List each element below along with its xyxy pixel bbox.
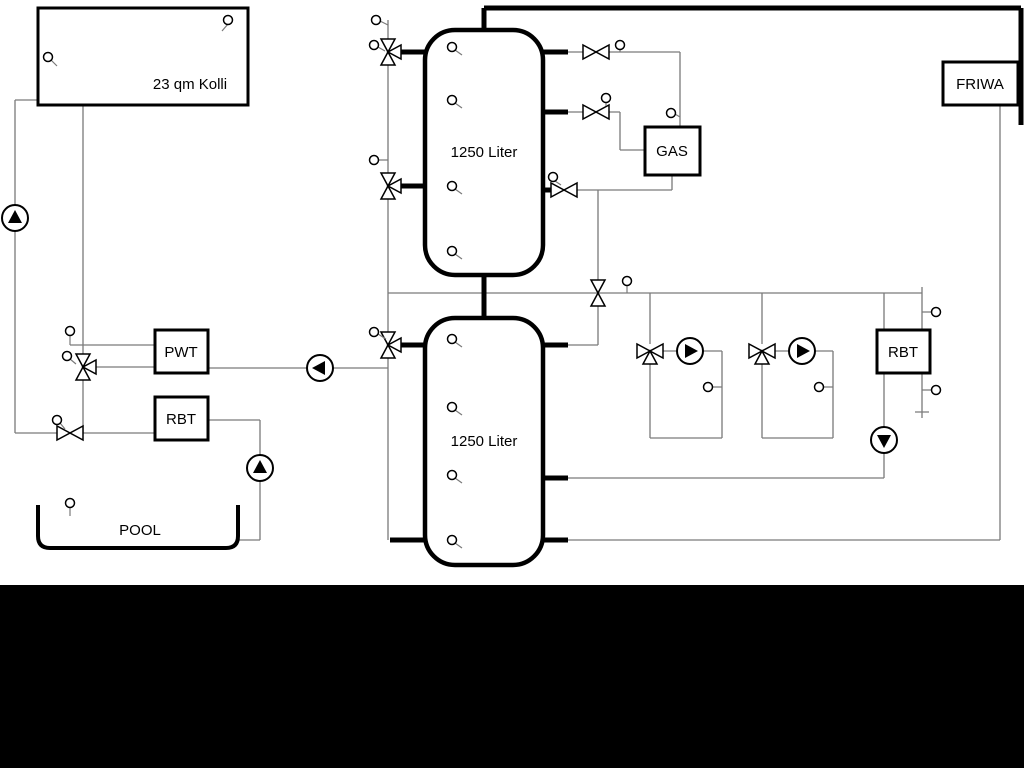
rbt-left-outline [153,395,210,442]
solar-collector: 23 qm Kolli [36,6,250,107]
collector-temperature-sensor [222,14,234,26]
header-distribution-valve [589,279,607,307]
pipe-network [14,20,1001,541]
rbt-left: RBT [153,395,210,442]
solar-pwt-valve [74,353,97,381]
friwa-line-bottom-sensor [930,384,942,396]
gas-flow-valve-actuator [614,39,626,51]
pwt-outline [153,328,210,375]
gas-pipes [568,51,681,346]
pumps [1,204,898,482]
tank1-return-valve-actuator [547,171,559,183]
pwt-label: PWT [164,344,197,361]
tank2-sensor-4 [446,534,458,546]
tank1-sensor-1 [446,41,458,53]
solar-pipes [14,99,155,434]
valves [56,38,776,442]
pool-pipes [208,419,261,541]
solar-pwt-valve-actuator [61,350,73,362]
rbt-right-pump-arrow [877,435,891,448]
heating-circuit-1-pump [676,337,704,365]
tank1-sensor-3 [446,180,458,192]
schematic-stage: 23 qm Kolli 1250 Liter 1250 Liter GAS FR… [0,0,1024,585]
friwa-label: FRIWA [956,76,1004,93]
tank1-return-valve [550,181,578,199]
friwa-outline [941,60,1020,107]
pool-outline [36,505,240,550]
pool-pump [246,454,274,482]
gas-flow-valve [582,43,610,61]
solar-pump-arrow [8,210,22,223]
sensor-connection-ticks [50,20,931,549]
heating-circuit-2-mixing-valve [748,342,776,365]
bottom-black-bar [0,585,1024,768]
gas-mid-valve-actuator [600,92,612,104]
solar-pump [1,204,29,232]
heating-circuit-1-pipes [649,293,723,439]
buffer-tank-1-outline [422,27,546,278]
tank1-mid-charge-valve [379,172,402,200]
tank2-sensor-2 [446,401,458,413]
pwt-heat-exchanger: PWT [153,328,210,375]
pool-label: POOL [119,522,161,539]
charge-line-top-sensor [370,14,382,26]
tank1-sensor-2 [446,94,458,106]
heating-circuit-2-pipes [761,293,834,439]
rbt-right-pump [870,426,898,454]
pwt-pump-arrow [312,361,325,375]
pwt-pump [306,354,334,382]
gas-supply-sensor [665,107,677,119]
tank2-charge-valve [379,331,402,359]
friwa-line-top-sensor [930,306,942,318]
tank1-top-charge-valve [379,38,402,66]
rbt-right-label: RBT [888,344,918,361]
heating-circuit-1-return-sensor [702,381,714,393]
heating-circuit-1-mixing-valve [636,342,664,365]
hydraulic-schematic: 23 qm Kolli 1250 Liter 1250 Liter GAS FR… [1,5,1024,568]
buffer-tank-2: 1250 Liter [422,315,546,568]
buffer-tank-2-label: 1250 Liter [451,433,518,450]
gas-boiler-outline [643,125,702,177]
solar-rbt-valve-actuator [51,414,63,426]
pwt-inlet-sensor [64,325,76,337]
rbt-right-pipes [568,287,929,479]
buffer-tank-2-outline [422,315,546,568]
friwa-return-pipe [568,105,1001,541]
pool-temperature-sensor [64,497,76,509]
tank1-sensor-4 [446,245,458,257]
pool-basin: POOL [36,505,240,550]
tank2-valve-actuator [368,326,380,338]
rbt-right-outline [875,328,932,375]
tank1-top-valve-actuator [368,39,380,51]
header-temperature-sensor [621,275,633,287]
pool-pump-arrow [253,460,267,473]
heating-circuit-1-pump-arrow [685,344,698,358]
gas-boiler-label: GAS [656,143,688,160]
sensors [42,14,942,549]
heating-circuit-2-return-sensor [813,381,825,393]
buffer-tank-1: 1250 Liter [422,27,546,278]
friwa-station: FRIWA [941,60,1020,107]
solar-collector-outline [36,6,250,107]
solar-rbt-valve [56,424,84,442]
charge-line-mid-sensor [368,154,380,166]
heating-circuit-2-pump [788,337,816,365]
tank2-sensor-3 [446,469,458,481]
gas-mid-valve [582,103,610,121]
heating-circuit-2-pump-arrow [797,344,810,358]
rbt-right: RBT [875,328,932,375]
gas-boiler: GAS [643,125,702,177]
tank2-sensor-1 [446,333,458,345]
collector-return-sensor [42,51,54,63]
main-thick-pipes [390,5,1024,543]
rbt-left-label: RBT [166,411,196,428]
solar-collector-label: 23 qm Kolli [153,76,227,93]
buffer-tank-1-label: 1250 Liter [451,144,518,161]
